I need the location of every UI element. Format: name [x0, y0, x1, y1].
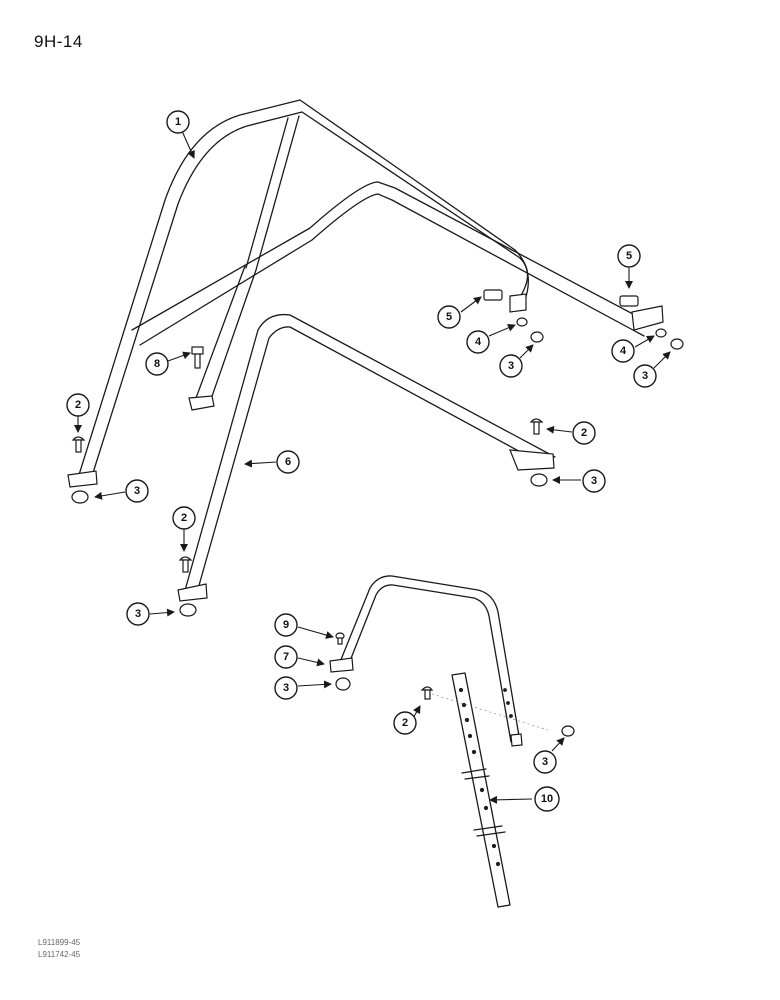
callout-3-label: 3 — [542, 756, 548, 768]
leader-lines — [74, 130, 671, 804]
callout-2-label: 2 — [581, 427, 587, 439]
bolt-2-rear-left — [71, 436, 86, 453]
nut-3-set — [71, 331, 684, 737]
callout-9-label: 9 — [283, 619, 289, 631]
callout-3-strap: 3 — [533, 750, 557, 774]
callout-5-upper-mid: 5 — [437, 305, 461, 329]
callout-2-label: 2 — [181, 512, 187, 524]
callout-4-label: 4 — [620, 345, 627, 357]
reference-code-2: L911742-45 — [38, 950, 81, 959]
roll-bar-frame-main — [67, 99, 664, 488]
bolt-5-set — [483, 289, 639, 307]
callout-2-rear-left: 2 — [66, 393, 90, 417]
callout-3-bracket: 3 — [274, 676, 298, 700]
callout-2-label: 2 — [75, 399, 81, 411]
callout-3-upper-mid: 3 — [499, 354, 523, 378]
callout-3-front-right: 3 — [582, 469, 606, 493]
callout-1: 1 — [166, 110, 190, 134]
callout-8-label: 8 — [154, 358, 160, 370]
callout-3-label: 3 — [508, 360, 514, 372]
callout-3-label: 3 — [134, 485, 140, 497]
hoop-bracket — [329, 575, 523, 747]
callout-8: 8 — [145, 352, 169, 376]
assembly-line — [431, 693, 549, 731]
reference-code-1: L911899-45 — [38, 938, 81, 947]
roll-bar-frame-front — [177, 313, 556, 602]
callout-9: 9 — [274, 613, 298, 637]
callout-5-label: 5 — [626, 250, 632, 262]
callout-2-strap: 2 — [393, 711, 417, 735]
page-number-header: 9H-14 — [34, 32, 83, 51]
washer-4-set — [516, 317, 667, 338]
callout-3-label: 3 — [135, 608, 141, 620]
callout-2-front-left: 2 — [172, 506, 196, 530]
callout-3-upper-right: 3 — [633, 364, 657, 388]
callout-2-label: 2 — [402, 717, 408, 729]
callout-4-upper-mid: 4 — [466, 330, 490, 354]
callout-10-label: 10 — [541, 793, 553, 805]
bolt-2-front-right — [529, 418, 544, 435]
screw-9 — [335, 632, 345, 645]
bolt-2-strap — [420, 686, 434, 700]
callout-3-front-left: 3 — [126, 602, 150, 626]
callout-5-label: 5 — [446, 311, 452, 323]
callout-4-upper-right: 4 — [611, 339, 635, 363]
bolt-2-front-left — [178, 556, 193, 573]
callout-10: 10 — [534, 786, 560, 812]
callout-3-label: 3 — [591, 475, 597, 487]
adjustable-strap — [451, 672, 513, 908]
callout-3-rear-left: 3 — [125, 479, 149, 503]
callout-4-label: 4 — [475, 336, 482, 348]
callout-6: 6 — [276, 450, 300, 474]
callout-7-label: 7 — [283, 651, 289, 663]
callout-2-front-right: 2 — [572, 421, 596, 445]
callout-3-label: 3 — [642, 370, 648, 382]
callout-7: 7 — [274, 645, 298, 669]
callout-1-label: 1 — [175, 116, 181, 128]
callout-5-upper-right: 5 — [617, 244, 641, 268]
callout-6-label: 6 — [285, 456, 291, 468]
bolt-8 — [191, 346, 204, 369]
callout-3-label: 3 — [283, 682, 289, 694]
